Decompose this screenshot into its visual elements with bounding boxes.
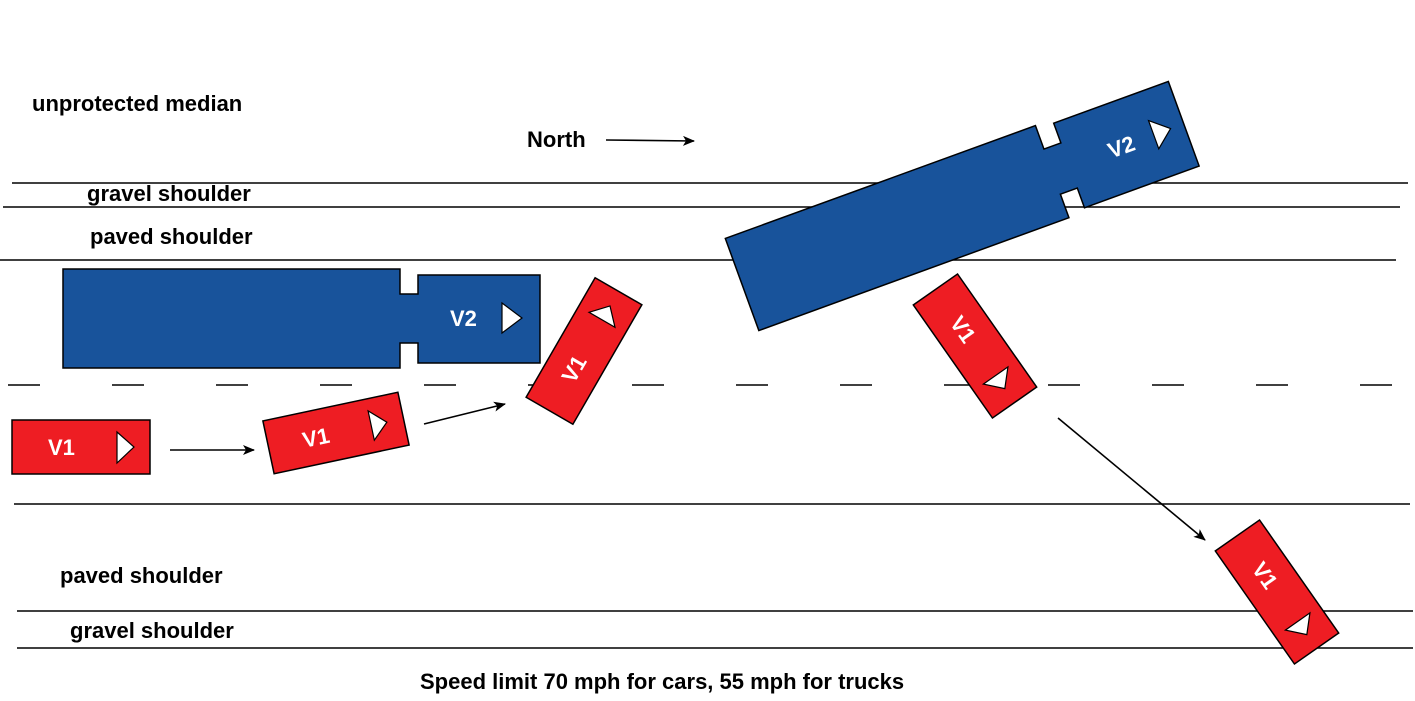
v1-direction-triangle	[981, 365, 1009, 390]
v2-direction-triangle	[1147, 119, 1172, 151]
gravel-shoulder-label-bottom: gravel shoulder	[70, 618, 234, 643]
travel-arrow-3	[1057, 417, 1206, 541]
speed-limit-note: Speed limit 70 mph for cars, 55 mph for …	[420, 669, 904, 694]
road-lines	[0, 182, 1413, 649]
v1-direction-triangle	[587, 305, 616, 329]
v1-direction-triangle	[367, 409, 388, 442]
v1-car-position-2: V1	[262, 391, 410, 475]
v2-truck-initial: V2	[62, 268, 541, 369]
gravel-shoulder-label-top: gravel shoulder	[87, 181, 251, 206]
v1-label: V1	[300, 423, 332, 453]
v1-car-position-3: V1	[525, 276, 643, 426]
v1-car-body	[525, 276, 643, 426]
v1-direction-triangle	[116, 430, 135, 465]
travel-arrow-2	[423, 401, 506, 425]
north-label: North	[527, 127, 586, 152]
median-label: unprotected median	[32, 91, 242, 116]
v2-truck-body	[62, 268, 541, 369]
v1-direction-triangle	[1283, 611, 1311, 636]
paved-shoulder-label-top: paved shoulder	[90, 224, 253, 249]
v2-label: V2	[450, 306, 477, 331]
v1-car-position-1: V1	[11, 419, 151, 475]
v2-truck-final: V2	[724, 80, 1201, 332]
v2-truck-body	[724, 80, 1201, 332]
v1-car-position-4: V1	[912, 272, 1038, 420]
v1-car-body	[912, 272, 1038, 420]
v1-car-body	[1214, 518, 1340, 666]
v1-car-position-5: V1	[1214, 518, 1340, 666]
v1-car-body	[262, 391, 410, 475]
v1-label: V1	[48, 435, 75, 460]
v2-direction-triangle	[501, 301, 523, 335]
paved-shoulder-label-bottom: paved shoulder	[60, 563, 223, 588]
north-arrow	[605, 135, 695, 146]
